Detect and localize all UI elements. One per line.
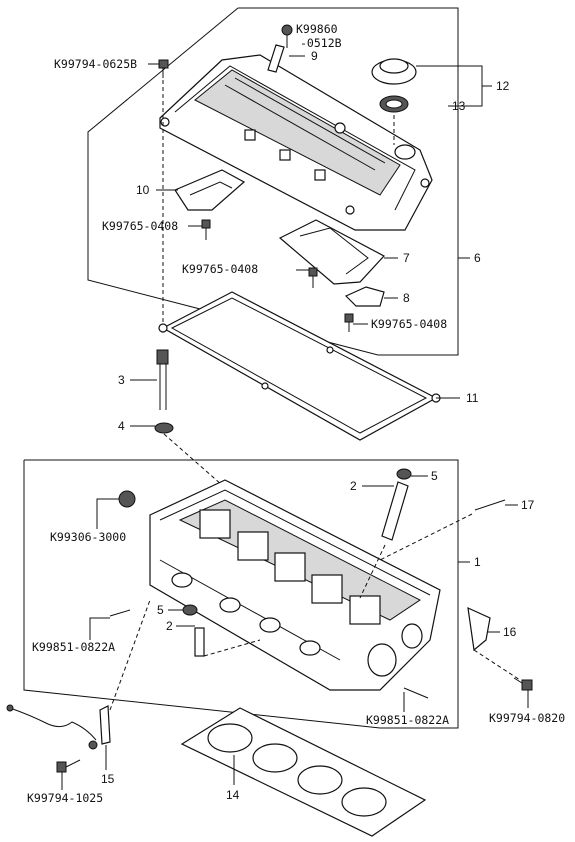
engine-hanger-16 (467, 607, 491, 652)
cover-assembly-outline (87, 7, 459, 356)
callout-12: 12 (496, 79, 510, 93)
callout-4: 4 (118, 419, 125, 433)
callout-3: 3 (118, 373, 125, 387)
cap-seal (379, 95, 409, 113)
callout-7: 7 (403, 251, 410, 265)
stud-left (109, 609, 131, 617)
cover-bolt (158, 59, 169, 78)
expansion-plug (118, 490, 136, 508)
pn-k99794-0820: K99794-0820 (489, 711, 565, 725)
pn-k99851-0822a-a: K99851-0822A (32, 640, 115, 654)
callout-9: 9 (311, 49, 318, 63)
callout-2a: 2 (350, 479, 357, 493)
pn-k99794-1025: K99794-1025 (27, 791, 103, 805)
callout-11: 11 (466, 391, 479, 405)
pn-k99794-0625b: K99794-0625B (54, 57, 137, 71)
callout-8: 8 (403, 291, 410, 305)
pn-k99860-a: K99860 (296, 22, 338, 36)
breather-pipe (267, 24, 293, 73)
callout-17: 17 (521, 498, 535, 512)
valve-guide-lower (182, 604, 205, 657)
callout-13: 13 (452, 99, 466, 113)
cylinder-head (149, 479, 441, 691)
baffle-plate-7 (278, 219, 385, 285)
callout-5b: 5 (157, 603, 164, 617)
baffle-plate-10 (174, 169, 246, 211)
pn-k99851-0822a-b: K99851-0822A (366, 713, 449, 727)
bolt-0820 (513, 677, 533, 691)
callout-2b: 2 (166, 619, 173, 633)
head-assembly-outline (23, 459, 459, 729)
pn-k99765-0408-c: K99765-0408 (371, 317, 447, 331)
baffle-plate-8 (344, 286, 385, 307)
head-bolt (156, 349, 169, 410)
pn-k99306-3000: K99306-3000 (50, 530, 126, 544)
callout-5a: 5 (431, 469, 438, 483)
head-cover (159, 54, 433, 231)
head-bolt-washer (154, 422, 174, 434)
ground-strap-15 (6, 704, 111, 750)
callout-1: 1 (474, 555, 481, 569)
valve-guide-upper (381, 468, 412, 541)
callout-16: 16 (503, 625, 517, 639)
oil-filler-cap (371, 58, 417, 85)
pn-k99765-0408-b: K99765-0408 (182, 262, 258, 276)
pn-k99860-b: -0512B (300, 36, 342, 50)
head-gasket (180, 707, 427, 837)
stud-17 (474, 499, 506, 511)
callout-6: 6 (474, 251, 481, 265)
stud-right (403, 687, 429, 699)
pn-k99765-0408-a: K99765-0408 (102, 219, 178, 233)
callout-15: 15 (101, 772, 115, 786)
callout-10: 10 (136, 183, 150, 197)
callout-14: 14 (226, 788, 240, 802)
cover-gasket (158, 291, 441, 441)
bolt-1025 (56, 759, 81, 773)
